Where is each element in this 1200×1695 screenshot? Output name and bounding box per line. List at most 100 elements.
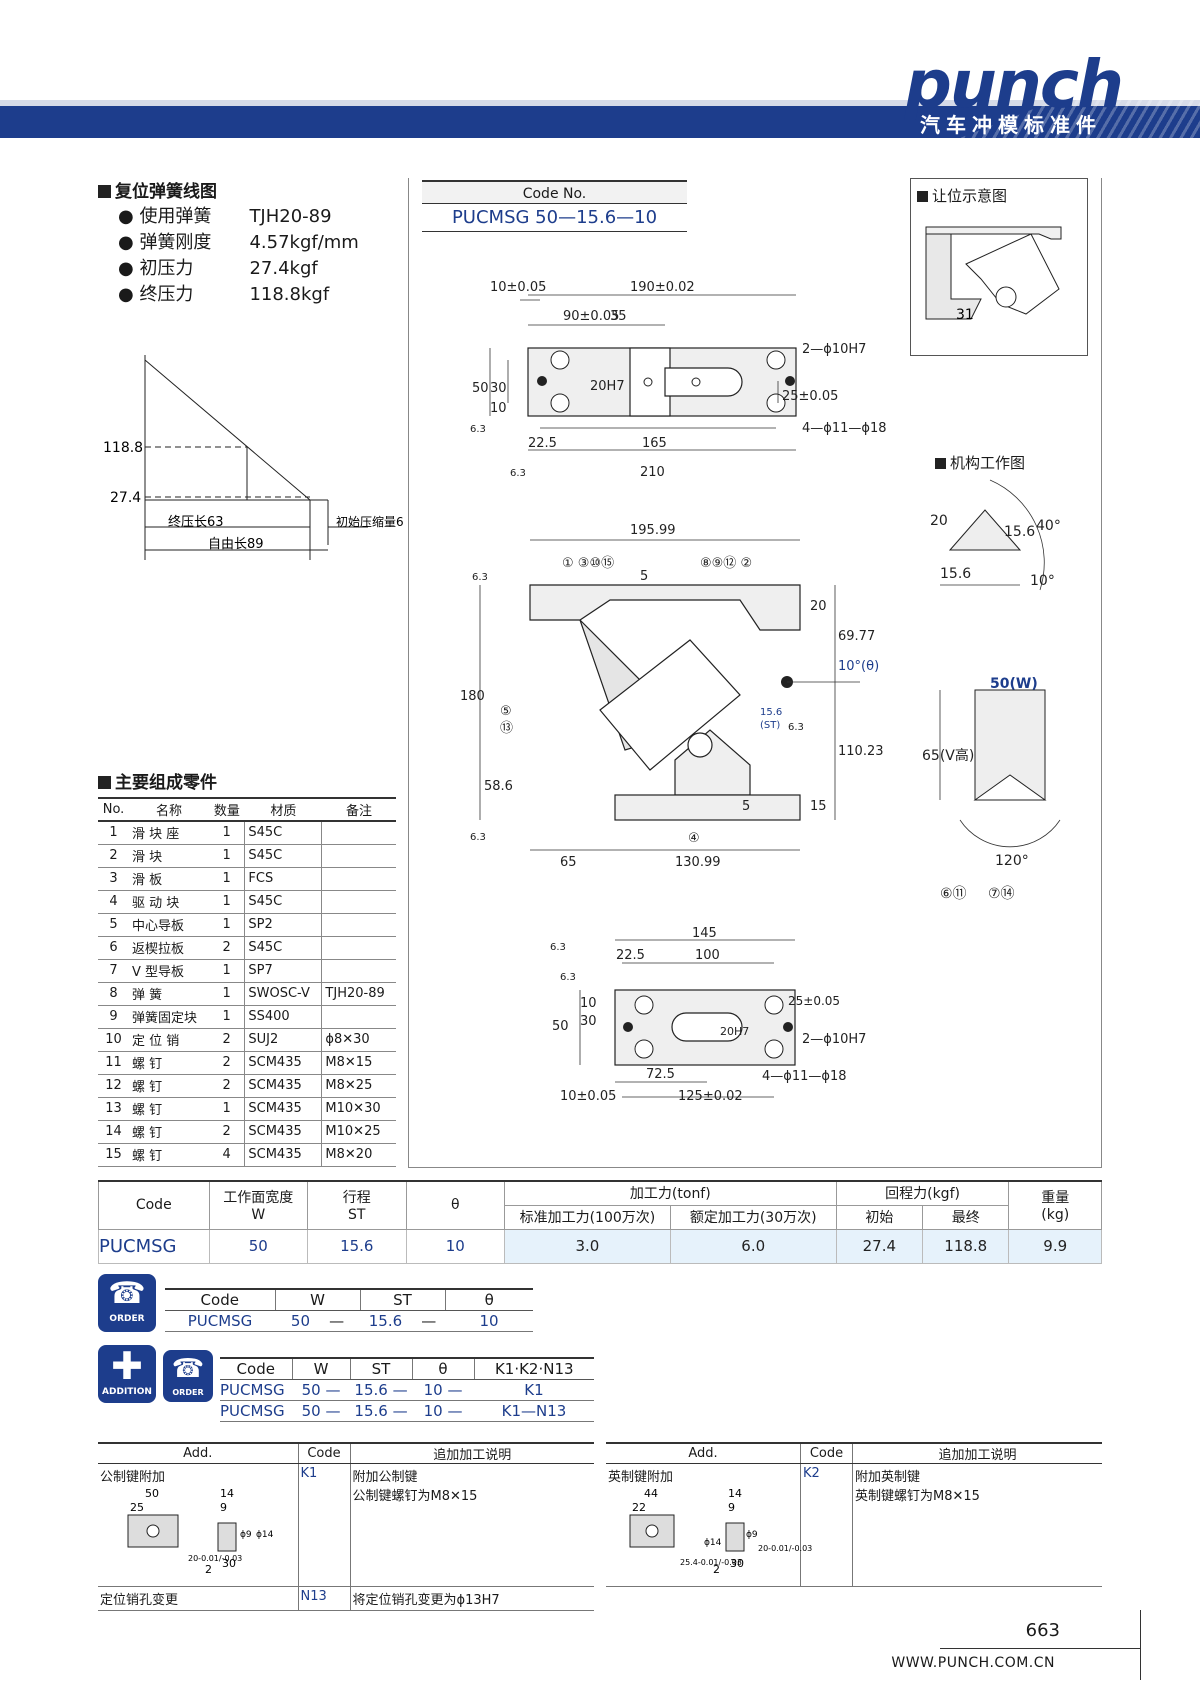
svg-text:ϕ14: ϕ14 [256,1530,274,1540]
svg-text:50: 50 [145,1487,159,1500]
svg-text:2—ϕ10H7: 2—ϕ10H7 [802,342,866,357]
svg-text:6.3: 6.3 [510,468,526,479]
svg-text:20H7: 20H7 [590,379,625,394]
svg-text:ϕ9: ϕ9 [240,1530,252,1540]
svg-text:20-0.01/-0.03: 20-0.01/-0.03 [188,1554,242,1563]
svg-text:50: 50 [472,381,489,396]
svg-text:30: 30 [490,381,507,396]
relief-box: 让位示意图 31 [910,178,1088,356]
svg-text:22.5: 22.5 [528,436,557,451]
svg-text:120°: 120° [995,853,1029,869]
svg-text:22: 22 [632,1501,646,1514]
svg-text:(ST): (ST) [760,720,780,731]
svg-text:25±0.05: 25±0.05 [788,994,840,1008]
svg-text:65: 65 [560,855,577,870]
svg-text:44: 44 [644,1487,658,1500]
svg-text:10±0.05: 10±0.05 [560,1089,616,1104]
svg-text:10°: 10° [1030,573,1055,589]
svg-text:9: 9 [728,1501,735,1514]
brand-subtitle: 汽车冲模标准件 [920,113,1102,137]
top-view-drawing: 10±0.05 190±0.02 90±0.05 35 2—ϕ10H7 50 3… [470,280,887,480]
svg-text:180: 180 [460,689,485,704]
svg-text:① ③⑩⑮: ① ③⑩⑮ [562,556,614,571]
svg-text:⑦⑭: ⑦⑭ [988,886,1015,902]
svg-text:⑥⑪: ⑥⑪ [940,886,967,902]
svg-text:30: 30 [222,1557,236,1570]
svg-text:65(V高): 65(V高) [922,747,974,764]
chart-l3: 自由长89 [208,537,264,552]
svg-text:20-0.01/-0.03: 20-0.01/-0.03 [758,1544,812,1553]
svg-text:2: 2 [713,1563,720,1576]
svg-text:210: 210 [640,465,665,480]
spring-title: 复位弹簧线图 [98,177,217,202]
svg-text:⑤: ⑤ [500,704,512,719]
order-badge: ☎ ORDER [98,1274,156,1332]
svg-text:5: 5 [742,799,750,814]
svg-text:90±0.05: 90±0.05 [563,309,619,324]
order-badge-2: ☎ ORDER [163,1350,213,1402]
svg-text:130.99: 130.99 [675,855,721,870]
phone-icon: ☎ [171,1354,205,1384]
svg-text:6.3: 6.3 [788,722,804,733]
footer-line [1140,1610,1141,1680]
svg-text:⑬: ⑬ [500,721,513,736]
svg-text:ϕ9: ϕ9 [746,1530,758,1540]
add-table-left: Add. Code 追加加工说明 公制键附加 50 25 14 9 20-0.0… [98,1442,594,1611]
svg-text:190±0.02: 190±0.02 [630,280,695,295]
drawing-frame [408,178,1102,1168]
svg-text:⑧⑨⑫ ②: ⑧⑨⑫ ② [700,556,752,571]
svg-text:9: 9 [220,1501,227,1514]
svg-text:25: 25 [130,1501,144,1514]
svg-text:4—ϕ11—ϕ18: 4—ϕ11—ϕ18 [802,421,887,436]
svg-text:ϕ14: ϕ14 [704,1538,722,1548]
svg-text:195.99: 195.99 [630,523,676,538]
svg-text:15.6: 15.6 [940,566,971,582]
svg-text:6.3: 6.3 [470,424,486,435]
svg-text:6.3: 6.3 [472,572,488,583]
svg-text:20: 20 [810,599,827,614]
bottom-view-drawing: 145 22.5 100 6.3 6.3 10 30 50 20H7 25±0.… [550,926,866,1104]
plus-icon: ✚ [111,1344,143,1388]
svg-text:④: ④ [688,831,700,846]
svg-text:5: 5 [640,569,648,584]
svg-text:10: 10 [580,996,597,1011]
chart-l2: 初始压缩量6 [336,514,404,529]
svg-text:35: 35 [610,309,627,324]
svg-text:30: 30 [580,1014,597,1029]
svg-text:6.3: 6.3 [470,832,486,843]
svg-text:2: 2 [205,1563,212,1576]
chart-l1: 终压长63 [168,514,224,530]
svg-text:145: 145 [692,926,717,941]
relief-dim: 31 [956,307,974,323]
svg-text:165: 165 [642,436,667,451]
addition-badge: ✚ ADDITION [98,1345,156,1403]
spec-table: Code 工作面宽度 W 行程 ST θ 加工力(tonf) 回程力(kgf) … [98,1180,1102,1264]
svg-text:10: 10 [490,401,507,416]
svg-text:14: 14 [728,1487,742,1500]
svg-text:40°: 40° [1036,518,1061,534]
svg-text:22.5: 22.5 [616,948,645,963]
svg-text:110.23: 110.23 [838,744,884,759]
chart-y1: 118.8 [103,440,143,456]
svg-text:100: 100 [695,948,720,963]
metric-key-drawing: 50 25 14 9 20-0.01/-0.03 ϕ9 ϕ14 2 30 [127,1487,274,1576]
svg-text:4—ϕ11—ϕ18: 4—ϕ11—ϕ18 [762,1069,847,1084]
svg-text:25±0.05: 25±0.05 [782,389,838,404]
svg-text:14: 14 [220,1487,234,1500]
phone-icon: ☎ [108,1276,146,1311]
svg-text:125±0.02: 125±0.02 [678,1089,743,1104]
